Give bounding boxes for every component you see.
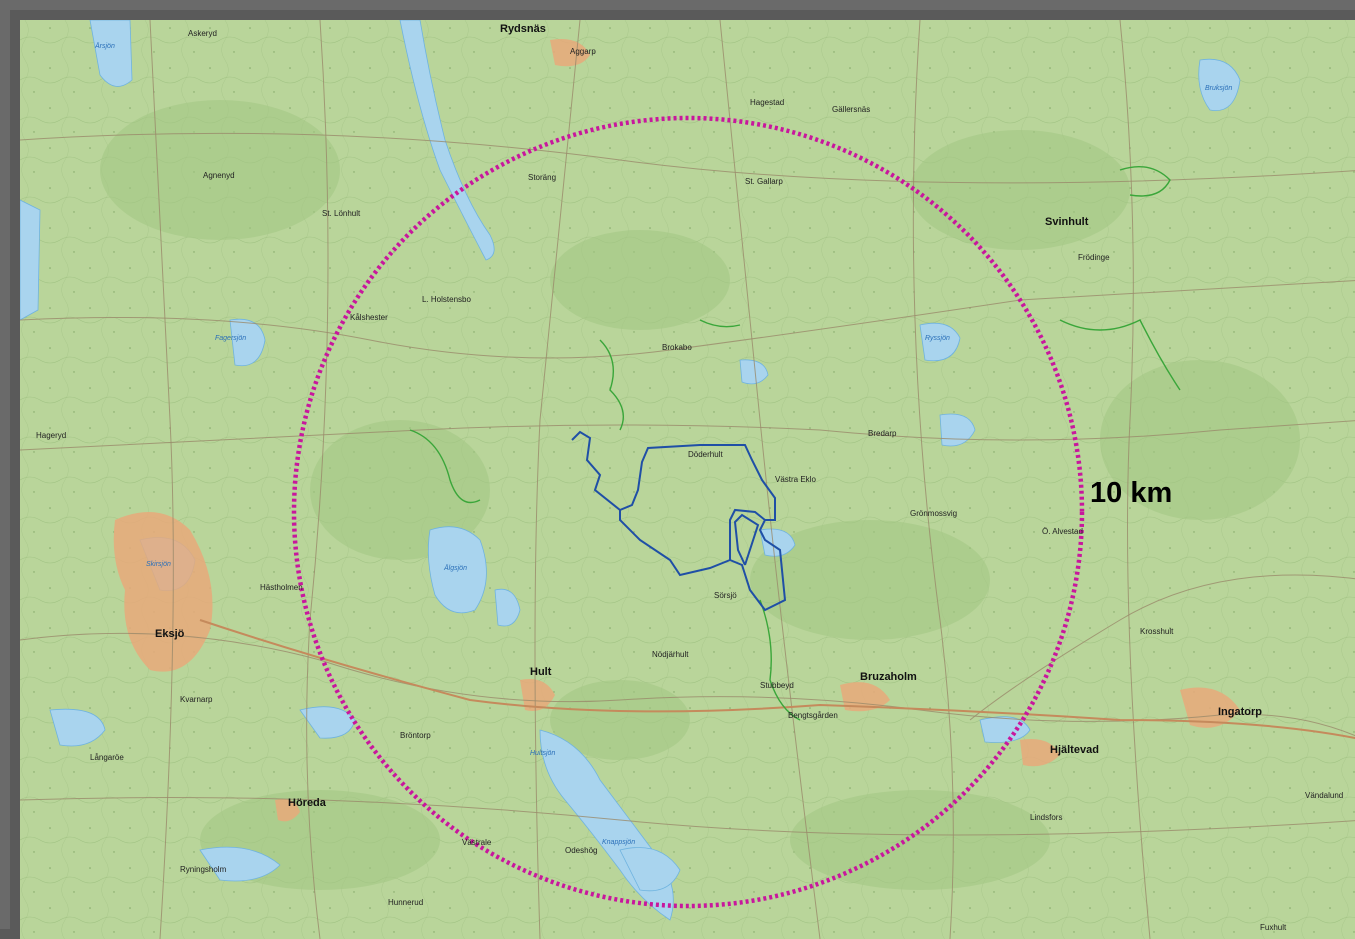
place-label[interactable]: Fuxhult <box>1260 923 1287 932</box>
lake-label[interactable]: Bruksjön <box>1205 85 1232 92</box>
place-label[interactable]: Hästholmen <box>260 583 303 592</box>
place-label[interactable]: Krosshult <box>1140 627 1174 636</box>
place-label[interactable]: St. Gallarp <box>745 177 783 186</box>
place-label[interactable]: Rydsnäs <box>500 23 546 35</box>
place-label[interactable]: Bruzaholm <box>860 671 917 683</box>
place-label[interactable]: St. Lönhult <box>322 209 361 218</box>
place-label[interactable]: Kålshester <box>350 313 388 322</box>
place-label[interactable]: Kvarnarp <box>180 695 213 704</box>
lake-label[interactable]: Ryssjön <box>925 335 950 342</box>
place-label[interactable]: Långaröe <box>90 753 124 762</box>
place-label[interactable]: Brokabo <box>662 343 692 352</box>
place-label[interactable]: Askeryd <box>188 29 217 38</box>
place-label[interactable]: Eksjö <box>155 628 185 640</box>
lake-label[interactable]: Älgsjön <box>443 564 467 572</box>
lake-label[interactable]: Ärsjön <box>94 42 115 50</box>
place-label[interactable]: Ryningsholm <box>180 865 227 874</box>
place-label[interactable]: Agnenyd <box>203 171 235 180</box>
lake-label[interactable]: Fagersjön <box>215 335 246 342</box>
lake-label[interactable]: Hultsjön <box>530 750 555 757</box>
major-place-labels: Eksjö Hult Bruzaholm Hjältevad Ingatorp … <box>155 23 1262 809</box>
place-label[interactable]: Aggarp <box>570 47 596 56</box>
place-label[interactable]: Svinhult <box>1045 216 1089 228</box>
forest-patches <box>100 100 1300 890</box>
minor-place-labels: Askeryd Aggarp Hagestad Gällersnäs St. G… <box>36 29 1343 932</box>
place-label[interactable]: Hult <box>530 666 552 678</box>
lake-labels: Ärsjön Ryssjön Älgsjön Knappsjön Bruksjö… <box>94 42 1232 846</box>
place-label[interactable]: Grönmossvig <box>910 509 957 518</box>
place-label[interactable]: Hunnerud <box>388 898 423 907</box>
lake-label[interactable]: Knappsjön <box>602 839 635 846</box>
place-label[interactable]: Ö. Alvestad <box>1042 527 1083 536</box>
road-network <box>20 20 1355 939</box>
place-label[interactable]: Västrale <box>462 838 492 847</box>
place-label[interactable]: Odeshög <box>565 846 597 855</box>
place-label[interactable]: Nödjärhult <box>652 650 689 659</box>
place-label[interactable]: Lindsfors <box>1030 813 1062 822</box>
place-label[interactable]: Sörsjö <box>714 591 737 600</box>
place-label[interactable]: Bengtsgården <box>788 711 838 720</box>
place-label[interactable]: Döderhult <box>688 450 723 459</box>
lake-label[interactable]: Skirsjön <box>146 561 171 568</box>
topographic-map[interactable]: Eksjö Hult Bruzaholm Hjältevad Ingatorp … <box>20 20 1355 939</box>
place-label[interactable]: Bredarp <box>868 429 897 438</box>
major-roads <box>199 619 1355 740</box>
place-label[interactable]: Hagestad <box>750 98 784 107</box>
place-label[interactable]: L. Holstensbo <box>422 295 471 304</box>
place-label[interactable]: Höreda <box>288 797 327 809</box>
place-label[interactable]: Ingatorp <box>1218 706 1262 718</box>
place-label[interactable]: Vändalund <box>1305 791 1343 800</box>
place-label[interactable]: Stubbeyd <box>760 681 794 690</box>
urban-areas <box>113 39 1240 822</box>
place-label[interactable]: Frödinge <box>1078 253 1110 262</box>
project-area-outline[interactable] <box>571 430 787 612</box>
hiking-trails <box>409 166 1181 721</box>
place-label[interactable]: Västra Eklo <box>775 475 816 484</box>
place-label[interactable]: Hjältevad <box>1050 744 1099 756</box>
radius-label: 10 km <box>1090 477 1172 509</box>
place-label[interactable]: Bröntorp <box>400 731 431 740</box>
place-label[interactable]: Storäng <box>528 173 556 182</box>
place-label[interactable]: Hageryd <box>36 431 66 440</box>
radius-circle <box>291 115 1085 909</box>
place-label[interactable]: Gällersnäs <box>832 105 870 114</box>
